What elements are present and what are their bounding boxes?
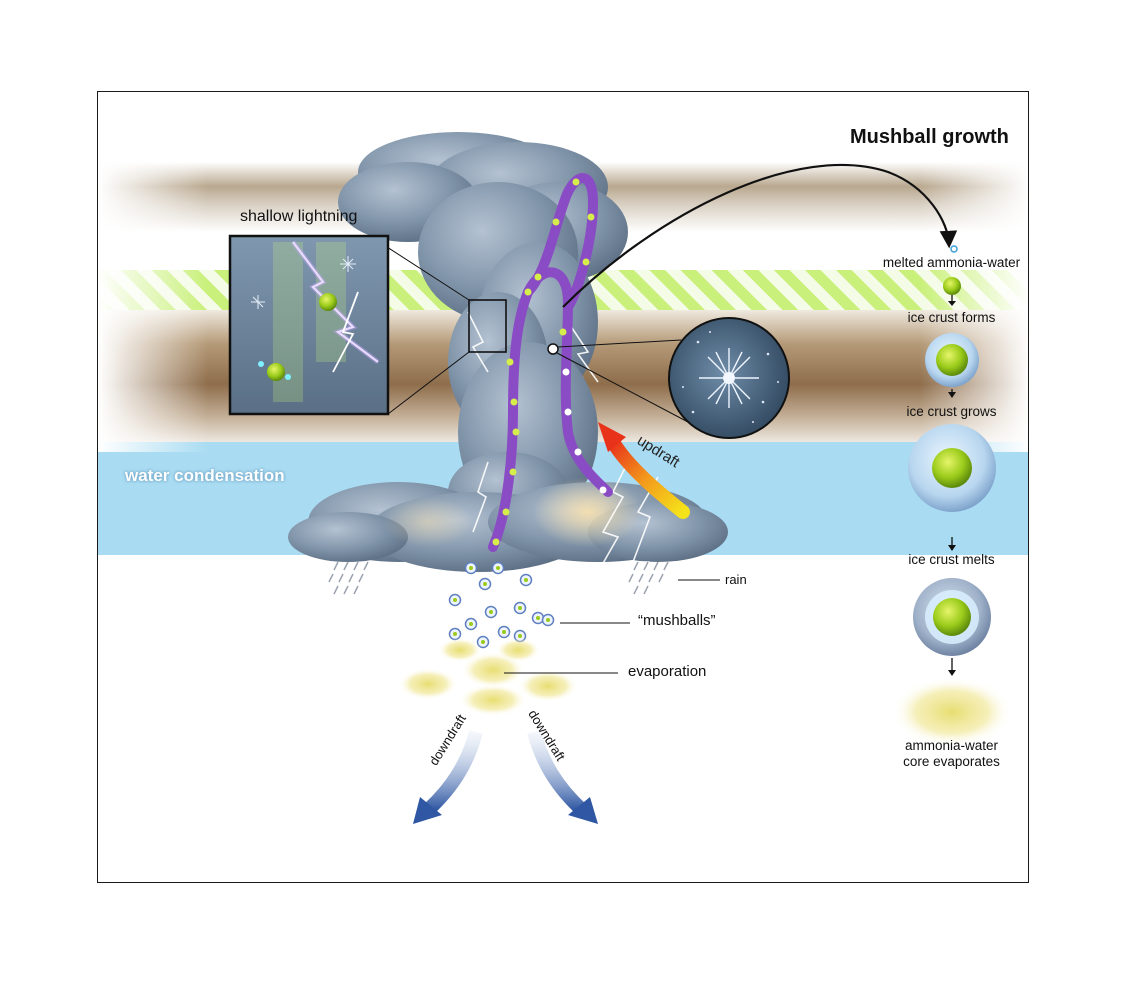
lightning-inset [228, 234, 507, 416]
shallow-lightning-label: shallow lightning [240, 208, 358, 225]
stage-melted-label: melted ammonia-water [882, 255, 1021, 270]
evaporation-label: evaporation [628, 663, 707, 680]
diagram-frame: Mushball growth shallow lightning water … [97, 91, 1029, 883]
stage-crust-forms-label: ice crust forms [907, 310, 996, 325]
stage-evaporates-line2: core evaporates [903, 754, 1000, 769]
illustration [98, 132, 1028, 824]
stage-crust-melts-label: ice crust melts [908, 552, 995, 567]
evaporation-clouds [398, 638, 578, 716]
leader-lines [504, 579, 720, 674]
mushball-trajectory [488, 173, 613, 552]
growth-stages [892, 245, 1012, 747]
mushball-particles [448, 561, 555, 649]
rain-streaks [328, 561, 669, 595]
stage-crust-grows-label: ice crust grows [906, 404, 997, 419]
growth-callout-arrow [562, 163, 958, 308]
diagram-title: Mushball growth [850, 126, 1009, 148]
stage-evaporates-label: ammonia-water core evaporates [869, 738, 1028, 770]
mushballs-label: “mushballs” [638, 612, 716, 629]
downdraft-arrows [413, 730, 598, 824]
water-condensation-label: water condensation [125, 466, 285, 485]
rain-label: rain [725, 572, 747, 587]
stage-evaporates-line1: ammonia-water [904, 738, 999, 753]
ice-crystal-inset [547, 317, 790, 439]
updraft-arrow [598, 422, 690, 519]
